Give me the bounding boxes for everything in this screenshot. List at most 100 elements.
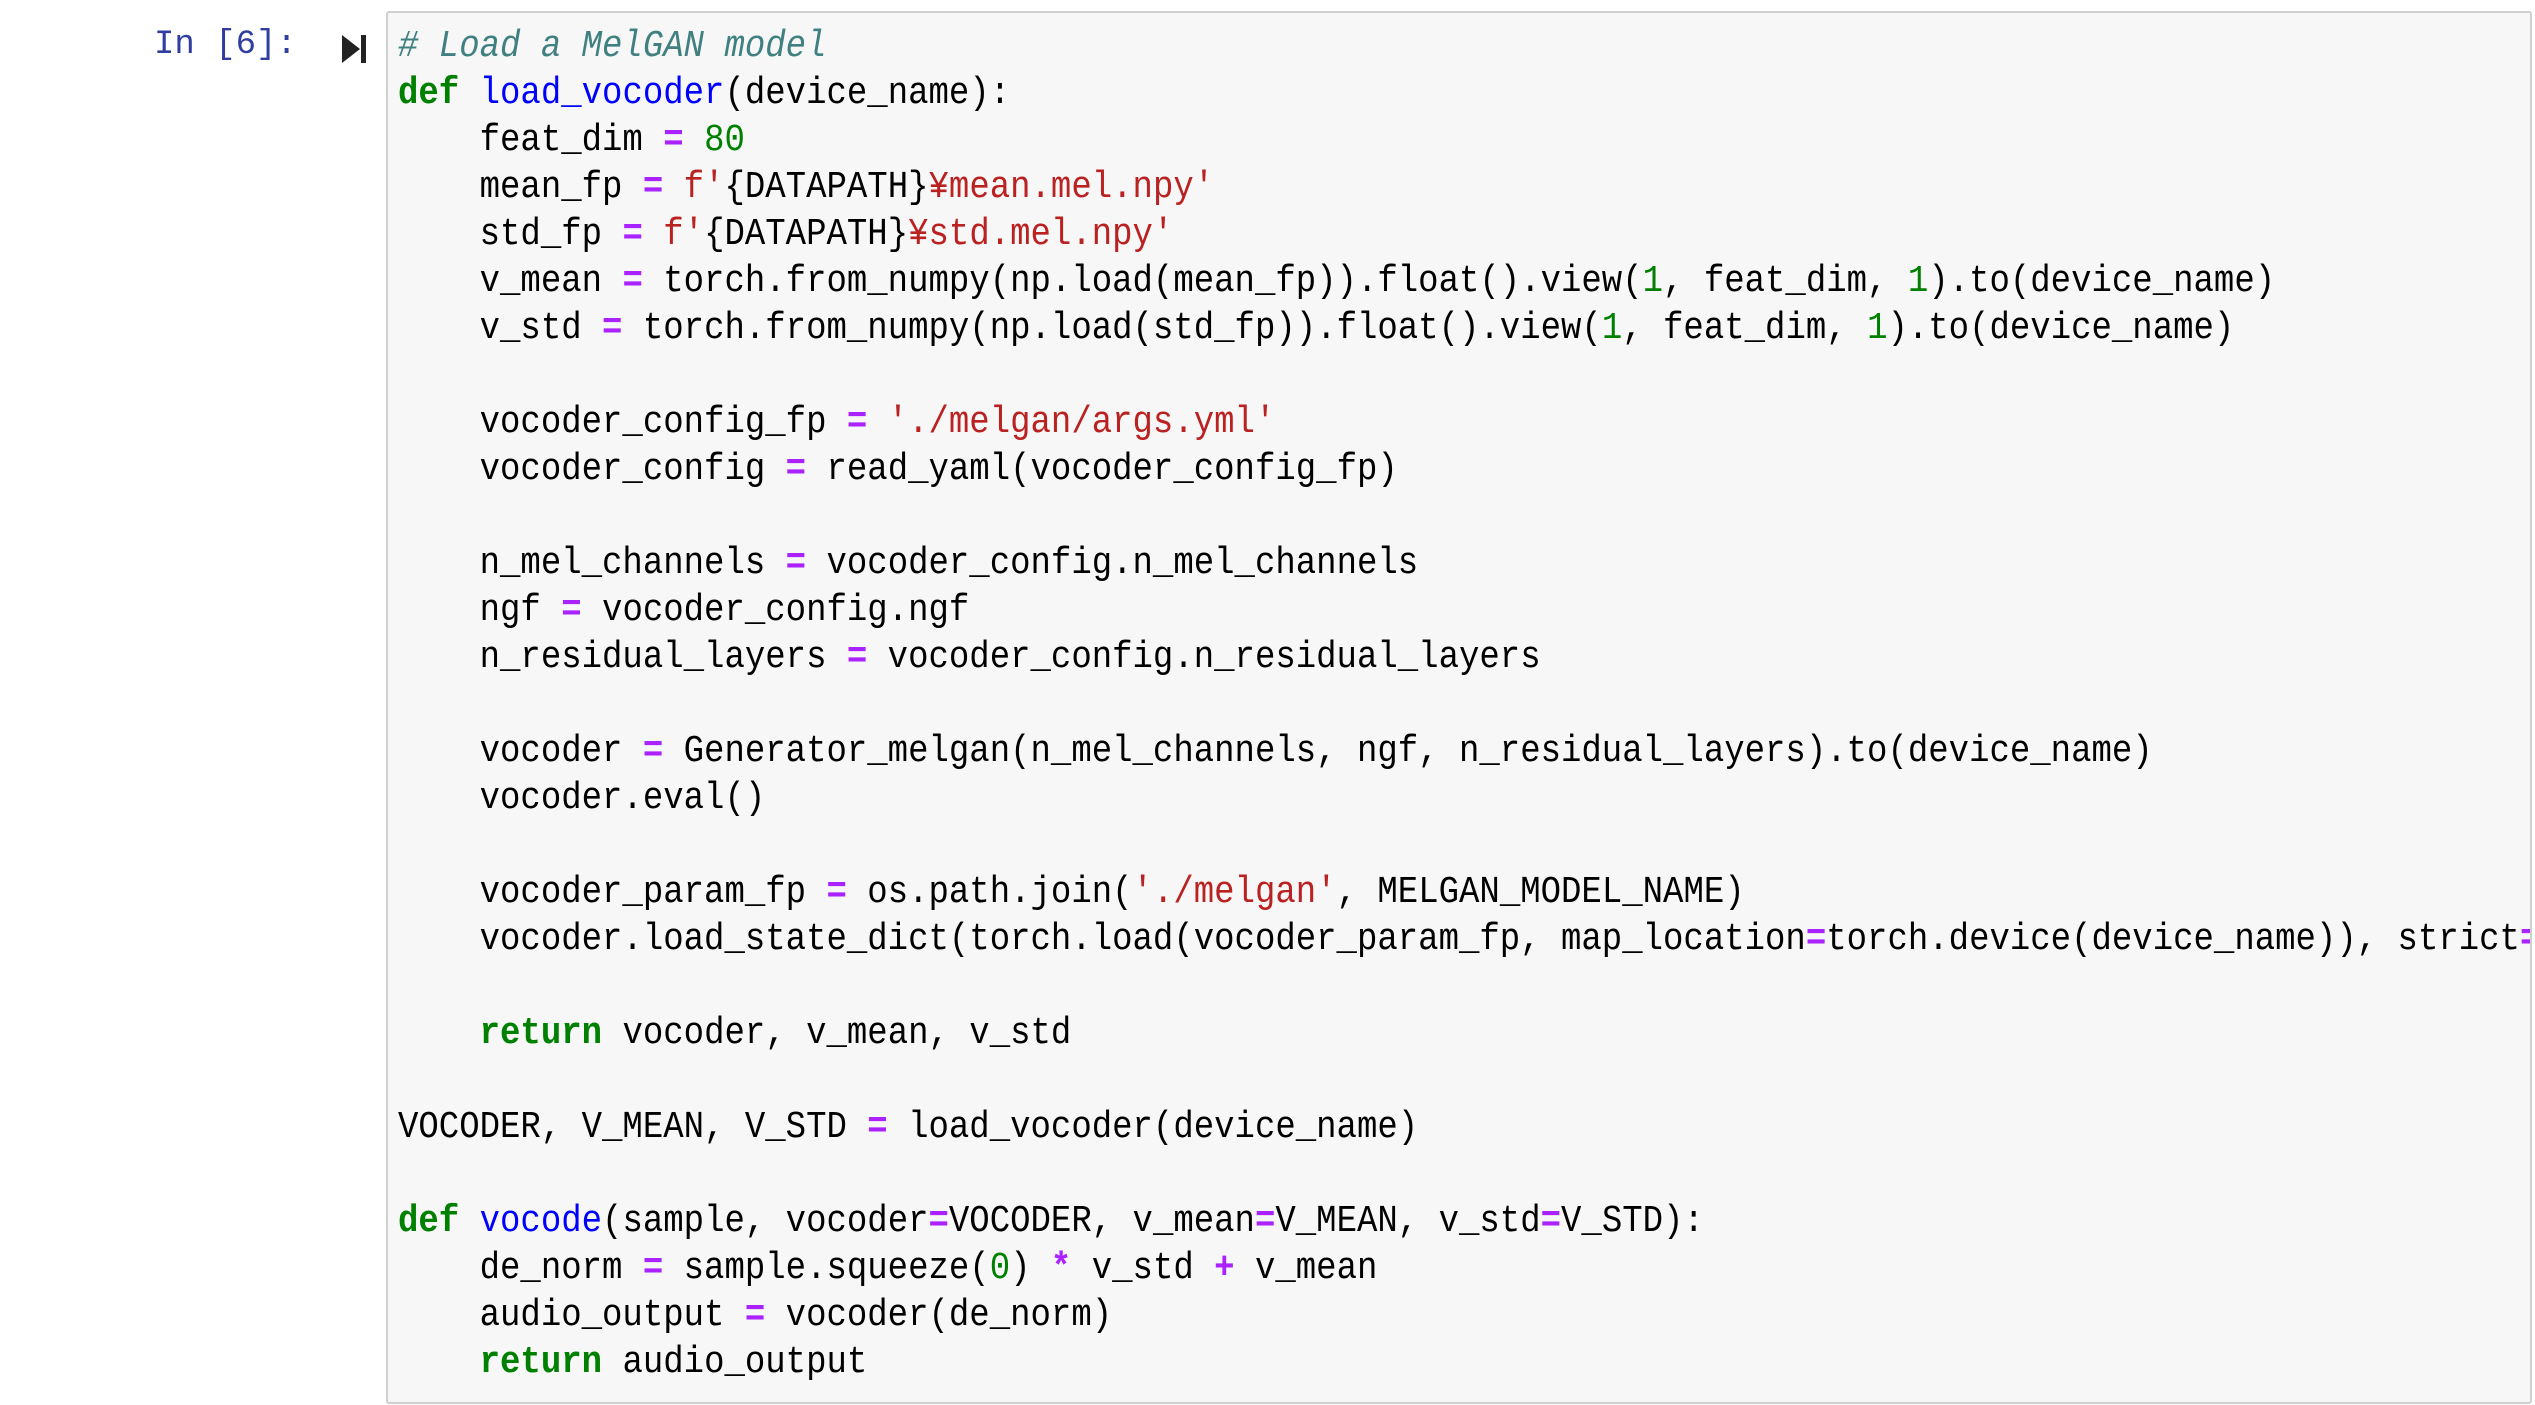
code-line	[398, 1055, 2530, 1108]
run-cell-icon	[342, 35, 366, 63]
code-token: =	[561, 589, 582, 633]
code-token: =	[826, 871, 847, 915]
code-token: , feat_dim,	[1622, 307, 1868, 351]
code-token: return	[479, 1341, 603, 1385]
code-token: 1	[1601, 307, 1623, 351]
code-line: vocoder_config = read_yaml(vocoder_confi…	[398, 444, 2530, 497]
code-line: mean_fp = f'{DATAPATH}¥mean.mel.npy'	[398, 162, 2530, 215]
code-token: vocoder_config_fp	[398, 401, 847, 445]
code-line: ngf = vocoder_config.ngf	[398, 585, 2530, 638]
code-token: v_mean	[398, 260, 623, 304]
code-token: return	[479, 1012, 603, 1056]
code-line: feat_dim = 80	[398, 115, 2530, 168]
code-token: vocoder.load_state_dict(torch.load(vocod…	[398, 918, 1806, 962]
cell-prompt: In [6]:	[154, 26, 297, 64]
code-token: v_std	[1071, 1247, 1215, 1291]
code-token: 80	[704, 119, 745, 163]
code-token: read_yaml(vocoder_config_fp)	[806, 448, 1398, 492]
code-token: f'	[663, 213, 705, 257]
code-token: ¥std.mel.npy'	[908, 213, 1174, 257]
code-token: sample.squeeze(	[663, 1247, 990, 1291]
code-token: V_STD):	[1561, 1200, 1704, 1244]
code-token: =	[846, 636, 868, 680]
code-token: vocoder_config.n_residual_layers	[867, 636, 1541, 680]
code-token: (device_name):	[724, 72, 1011, 116]
code-token: vocoder_config	[398, 448, 786, 492]
code-token: feat_dim	[398, 119, 664, 163]
code-line: de_norm = sample.squeeze(0) * v_std + v_…	[398, 1243, 2530, 1296]
code-token	[398, 1342, 480, 1385]
code-line	[398, 491, 2530, 544]
code-token	[643, 214, 663, 257]
code-token: n_residual_layers	[398, 636, 847, 680]
code-token	[663, 167, 683, 210]
code-line: n_residual_layers = vocoder_config.n_res…	[398, 632, 2530, 685]
code-token: 1	[1907, 260, 1929, 304]
code-token: vocode	[479, 1200, 603, 1244]
code-line: def vocode(sample, vocoder=VOCODER, v_me…	[398, 1196, 2530, 1249]
code-line: def load_vocoder(device_name):	[398, 68, 2530, 121]
code-token	[684, 120, 704, 163]
code-token	[459, 1201, 479, 1244]
code-token: # Load a MelGAN model	[398, 25, 827, 69]
code-token: +	[1214, 1247, 1235, 1291]
code-line	[398, 679, 2530, 732]
code-token: ).to(device_name)	[1928, 260, 2276, 304]
code-token: n_mel_channels	[398, 542, 786, 586]
code-token: =	[642, 166, 664, 210]
code-line: return vocoder, v_mean, v_std	[398, 1008, 2530, 1061]
code-line: VOCODER, V_MEAN, V_STD = load_vocoder(de…	[398, 1102, 2530, 1155]
code-token: os.path.join(	[846, 871, 1133, 915]
code-token: f'	[683, 166, 725, 210]
code-token: VOCODER, v_mean	[948, 1200, 1255, 1244]
code-token: =	[663, 119, 684, 163]
code-token: torch.from_numpy(np.load(mean_fp)).float…	[642, 260, 1643, 304]
code-token: =	[785, 448, 807, 492]
code-token: def	[398, 1200, 460, 1244]
code-token: =	[1805, 918, 1827, 962]
code-line: n_mel_channels = vocoder_config.n_mel_ch…	[398, 538, 2530, 591]
code-line: v_std = torch.from_numpy(np.load(std_fp)…	[398, 303, 2530, 356]
code-line: vocoder = Generator_melgan(n_mel_channel…	[398, 726, 2530, 779]
code-token: (sample, vocoder	[602, 1200, 929, 1244]
code-line: std_fp = f'{DATAPATH}¥std.mel.npy'	[398, 209, 2530, 262]
code-token: Generator_melgan(n_mel_channels, ngf, n_…	[663, 730, 2153, 774]
code-token: load_vocoder	[479, 72, 725, 116]
code-token: audio_output	[602, 1341, 868, 1385]
code-token: 0	[989, 1247, 1011, 1291]
code-token: =	[1540, 1200, 1562, 1244]
code-token: =	[928, 1200, 949, 1244]
code-token: ¥mean.mel.npy'	[928, 166, 1215, 210]
code-line: vocoder.load_state_dict(torch.load(vocod…	[398, 914, 2530, 967]
code-token: './melgan/args.yml'	[887, 401, 1276, 445]
code-line: vocoder_param_fp = os.path.join('./melga…	[398, 867, 2530, 920]
code-token: {DATAPATH}	[724, 166, 929, 210]
code-token: vocoder, v_mean, v_std	[602, 1012, 1072, 1056]
code-token: =	[846, 401, 868, 445]
code-token: 1	[1867, 307, 1888, 351]
code-token: v_std	[398, 307, 603, 351]
code-token: vocoder_config.n_mel_channels	[806, 542, 1419, 586]
code-token: =	[867, 1106, 888, 1150]
code-line: vocoder.eval()	[398, 773, 2530, 826]
code-line: # Load a MelGAN model	[398, 21, 2530, 74]
code-token: v_mean	[1234, 1247, 1378, 1291]
code-token	[398, 1013, 480, 1056]
code-line: vocoder_config_fp = './melgan/args.yml'	[398, 397, 2530, 450]
code-token	[459, 73, 479, 116]
run-cell-button[interactable]	[340, 32, 370, 66]
code-token: std_fp	[398, 213, 623, 257]
code-token: load_vocoder(device_name)	[887, 1106, 1419, 1150]
code-token: vocoder	[398, 730, 643, 774]
code-token: =	[744, 1294, 766, 1338]
code-line: return audio_output	[398, 1337, 2530, 1390]
code-token: def	[398, 72, 460, 116]
code-line: audio_output = vocoder(de_norm)	[398, 1290, 2530, 1343]
code-token: V_MEAN, v_std	[1275, 1200, 1541, 1244]
code-token: =	[602, 307, 623, 351]
code-token: =	[1254, 1200, 1276, 1244]
code-token: {DATAPATH}	[704, 213, 909, 257]
code-token: ngf	[398, 589, 562, 633]
